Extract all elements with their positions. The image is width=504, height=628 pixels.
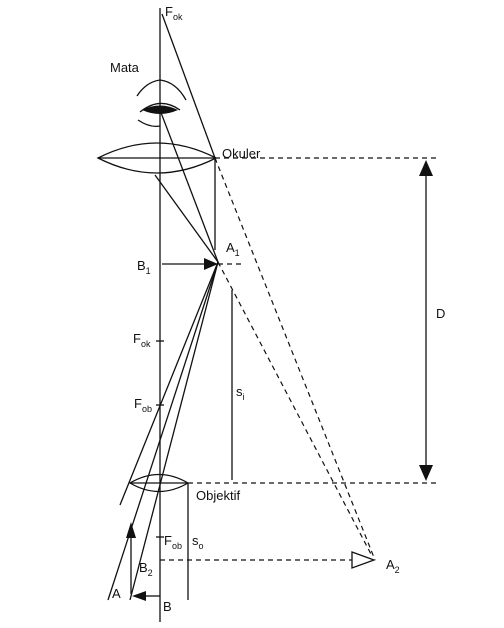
label-mata: Mata bbox=[110, 60, 140, 75]
label-s-i: si bbox=[236, 384, 245, 402]
object-arrowhead bbox=[126, 522, 136, 538]
d-arrow-bottom bbox=[419, 465, 433, 481]
d-arrow-top bbox=[419, 160, 433, 176]
label-objektif: Objektif bbox=[196, 488, 240, 503]
ray-a1-down bbox=[129, 261, 219, 601]
label-b2: B2 bbox=[139, 560, 153, 578]
dashed-ray-ocular-a2 bbox=[214, 157, 376, 561]
label-s-o: so bbox=[192, 533, 204, 551]
label-f-ok-top: Fok bbox=[165, 4, 183, 22]
label-a: A bbox=[112, 586, 121, 601]
label-b: B bbox=[163, 599, 172, 614]
label-f-ok-mid: Fok bbox=[133, 331, 151, 349]
label-a2: A2 bbox=[386, 557, 400, 575]
label-f-ob-mid: Fob bbox=[134, 396, 152, 414]
ray-a1-long bbox=[107, 261, 219, 601]
dashed-ray-a1-a2 bbox=[217, 261, 373, 557]
label-a1: A1 bbox=[226, 240, 240, 258]
a2-arrowhead bbox=[351, 551, 376, 569]
ray-eye-to-a1 bbox=[159, 109, 219, 263]
ray-eye-to-fok bbox=[161, 13, 216, 159]
b1-arrowhead bbox=[204, 258, 218, 270]
label-f-ob-low: Fob bbox=[164, 533, 182, 551]
b-arrowhead bbox=[132, 591, 146, 601]
label-okuler: Okuler bbox=[222, 146, 261, 161]
label-b1: B1 bbox=[137, 258, 151, 276]
label-d: D bbox=[436, 306, 445, 321]
eye-icon bbox=[136, 79, 187, 128]
ray-ocular-to-a1 bbox=[154, 174, 219, 263]
ray-a1-to-objective bbox=[119, 261, 219, 506]
